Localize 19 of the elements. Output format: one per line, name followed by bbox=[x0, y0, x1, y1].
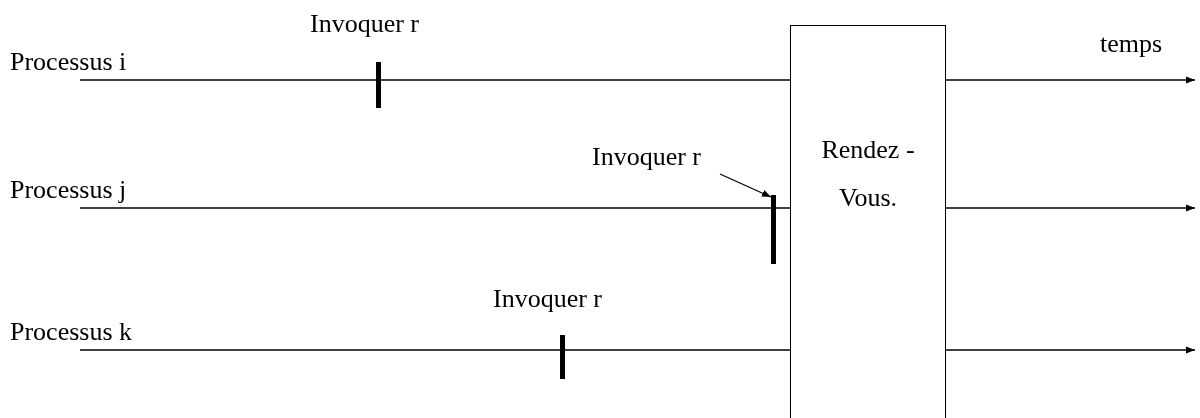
process-label: Processus i bbox=[10, 44, 160, 80]
leader-arrow bbox=[719, 173, 772, 198]
event-tick bbox=[771, 195, 776, 264]
timeline-arrow bbox=[945, 346, 1196, 354]
rendezvous-box bbox=[790, 25, 946, 418]
timeline-line bbox=[79, 79, 791, 81]
event-label: Invoquer r bbox=[493, 283, 602, 315]
box-label: Rendez - Vous. bbox=[820, 134, 916, 214]
event-tick bbox=[376, 62, 381, 108]
process-label: Processus k bbox=[10, 314, 160, 350]
timeline-line bbox=[79, 349, 791, 351]
timeline-line bbox=[79, 207, 791, 209]
event-label: Invoquer r bbox=[310, 8, 419, 40]
process-label: Processus j bbox=[10, 172, 160, 208]
timeline-arrow bbox=[945, 76, 1196, 84]
event-label: Invoquer r bbox=[592, 140, 764, 173]
event-tick bbox=[560, 335, 565, 379]
timeline-arrow bbox=[945, 204, 1196, 212]
axis-label: temps bbox=[1100, 28, 1163, 60]
